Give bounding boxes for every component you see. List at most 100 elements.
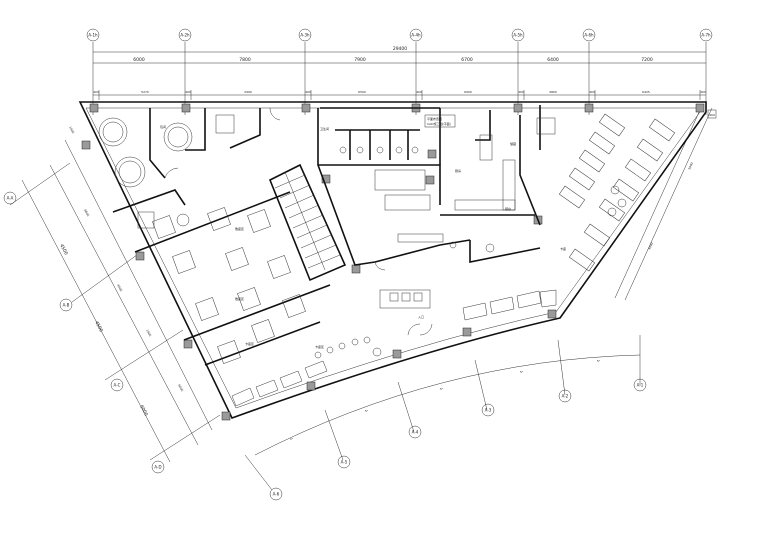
axis-label-A-D: A-D xyxy=(154,465,161,470)
axis-circle-A-2h xyxy=(178,28,192,42)
axis-label-A-7h: A-7h xyxy=(701,33,711,38)
label-bar: 吧台 xyxy=(505,206,511,211)
label-seating-c: 卡座区 xyxy=(315,344,324,349)
toilet-fixtures xyxy=(339,146,419,154)
label-booth: 卡座 xyxy=(560,246,566,251)
dim-detail-10: 4800 xyxy=(549,90,557,94)
axis-circle-A-D xyxy=(151,460,165,474)
dim-detail-4: 2990 xyxy=(244,90,252,94)
label-dining-hall: 散座区 xyxy=(235,226,244,231)
dim-top-5: 6400 xyxy=(547,57,559,63)
label-toilet: 卫生间 xyxy=(320,126,329,131)
dim-left-3: 4400 xyxy=(116,284,123,293)
axis-label-A-5h: A-5h xyxy=(513,33,523,38)
booth-seating xyxy=(231,289,557,407)
axis-circle-A-B xyxy=(59,298,73,312)
kitchen-equipment xyxy=(374,134,516,309)
round-tables xyxy=(98,117,193,227)
axis-label-A-1: A-1 xyxy=(637,383,644,388)
right-booths xyxy=(558,113,676,272)
arc-angle-4: 5° xyxy=(520,370,524,374)
dim-top-1: 6000 xyxy=(133,57,145,63)
dim-left-5: 6000 xyxy=(177,384,184,393)
staircase xyxy=(274,171,341,271)
right-dimension-lines: 400 5900 4000 xyxy=(614,107,717,301)
dim-detail-13: 400 xyxy=(700,90,706,94)
dim-detail-7: 400 xyxy=(416,90,422,94)
bottom-arc-dimension: A-6 A-5 A-4 A-3 A-2 A-1 1° 5° 5° 5° 5° xyxy=(244,335,647,501)
square-tables xyxy=(137,114,556,364)
plants xyxy=(314,185,627,359)
dim-right-1: 400 xyxy=(709,113,715,117)
axis-label-A-A: A-A xyxy=(7,196,14,201)
axis-circle-A-4 xyxy=(408,425,422,439)
dim-top-6: 7200 xyxy=(641,57,653,63)
dim-detail-8: 6900 xyxy=(464,90,472,94)
legend-line-2: CAD施工图(平面) xyxy=(427,121,451,126)
label-storage: 储藏 xyxy=(510,141,516,146)
top-dimension-lines xyxy=(92,42,707,115)
dim-overall: 29400 xyxy=(393,46,407,52)
axis-label-A-6: A-6 xyxy=(273,492,280,497)
axis-label-A-B: A-B xyxy=(63,303,70,308)
axis-label-A-3: A-3 xyxy=(485,408,492,413)
axis-label-A-5: A-5 xyxy=(341,460,348,465)
dim-left-outer-1: 4500 xyxy=(58,243,69,256)
axis-label-A-3h: A-3h xyxy=(300,33,310,38)
axis-circle-A-5 xyxy=(337,455,351,469)
dim-detail-1: 400 xyxy=(93,90,99,94)
label-entrance: 入口 xyxy=(418,315,424,319)
structural-columns xyxy=(81,103,705,421)
axis-label-A-C: A-C xyxy=(114,383,121,388)
dim-detail-2: 5270 xyxy=(141,90,149,94)
label-seating-b: 散座区 xyxy=(235,296,244,301)
room-labels: 卫生间 厨房 储藏 吧台 散座区 散座区 卡座区 卡座区 入口 包间 卡座 xyxy=(160,124,566,349)
axis-label-A-6h: A-6h xyxy=(584,33,594,38)
axis-circle-A-7h xyxy=(699,28,713,42)
top-axis-markers: A-1h A-2h A-3h A-4h A-5h A-6h A-7h xyxy=(86,28,713,42)
label-private-room: 包间 xyxy=(160,124,166,129)
axis-circle-A-3 xyxy=(481,403,495,417)
axis-circle-A-4h xyxy=(409,28,423,42)
dim-left-outer-2: 4500 xyxy=(93,320,104,333)
axis-circle-A-6 xyxy=(269,487,283,501)
axis-circle-A-C xyxy=(110,378,124,392)
axis-label-A-4h: A-4h xyxy=(411,33,421,38)
dim-top-4: 6700 xyxy=(461,57,473,63)
dim-detail-12: 6425 xyxy=(642,90,650,94)
arc-angle-1: 1° xyxy=(290,437,294,441)
arc-angle-5: 5° xyxy=(597,359,601,363)
top-dimension-texts: 29400 6000 7800 7900 6700 6400 7200 400 … xyxy=(93,46,706,94)
left-dimension-lines: A-A A-B A-C A-D 4500 4500 6000 1400 6600… xyxy=(3,126,221,474)
axis-circle-A-A xyxy=(3,191,17,205)
axis-circle-A-1h xyxy=(86,28,100,42)
legend-line-1: 平面布置图 xyxy=(427,116,442,121)
dim-detail-6: 6500 xyxy=(358,90,366,94)
dim-left-1: 1400 xyxy=(68,126,75,135)
dim-right-2: 5900 xyxy=(687,162,694,171)
label-kitchen: 厨房 xyxy=(455,168,461,173)
dim-left-2: 6600 xyxy=(83,209,90,218)
axis-circle-A-1 xyxy=(633,378,647,392)
arc-angle-3: 5° xyxy=(440,387,444,391)
legend-box: 平面布置图 CAD施工图(平面) xyxy=(424,114,456,128)
axis-circle-A-2 xyxy=(558,389,572,403)
axis-circle-A-6h xyxy=(582,28,596,42)
dim-detail-5: 400 xyxy=(305,90,311,94)
axis-label-A-4: A-4 xyxy=(412,430,419,435)
dim-left-outer-3: 6000 xyxy=(138,404,149,417)
dim-detail-11: 400 xyxy=(589,90,595,94)
arc-angle-2: 5° xyxy=(365,409,369,413)
axis-label-A-2: A-2 xyxy=(562,394,569,399)
dim-top-3: 7900 xyxy=(354,57,366,63)
dim-top-2: 7800 xyxy=(239,57,251,63)
axis-label-A-2h: A-2h xyxy=(180,33,190,38)
dim-detail-3: 400 xyxy=(185,90,191,94)
dim-detail-9: 400 xyxy=(518,90,524,94)
doors xyxy=(164,107,433,336)
axis-circle-A-5h xyxy=(511,28,525,42)
label-seating-a: 卡座区 xyxy=(245,341,254,346)
dim-right-3: 4000 xyxy=(647,242,654,251)
axis-circle-A-3h xyxy=(298,28,312,42)
